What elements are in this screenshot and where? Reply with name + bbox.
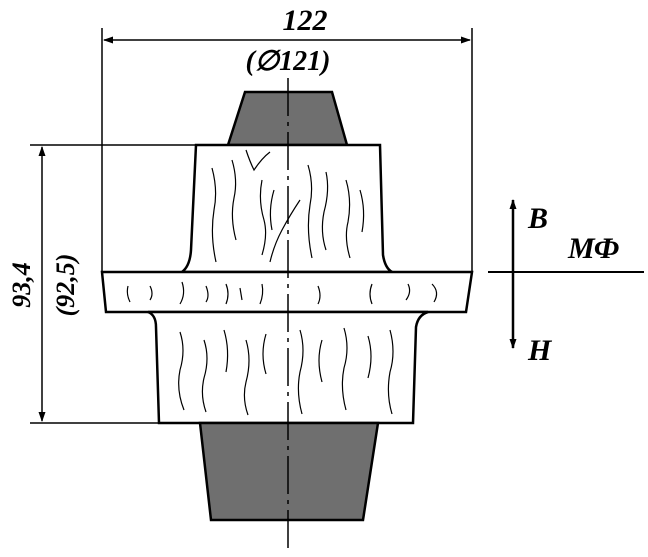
wood-grain-lower: [178, 327, 394, 416]
width-dimension: [101, 28, 473, 272]
width-value-alt: (∅121): [245, 46, 330, 77]
upper-label: В: [527, 202, 548, 235]
width-value: 122: [283, 4, 328, 37]
wood-grain-flange: [126, 281, 438, 305]
lower-label: Н: [527, 334, 553, 367]
parting-flange: [100, 270, 474, 314]
wood-grain-upper: [211, 149, 365, 263]
height-dimension: [30, 144, 196, 424]
upper-body: [178, 143, 397, 274]
parting-label: МФ: [567, 232, 619, 265]
height-value-alt: (92,5): [51, 254, 80, 317]
height-value: 93,4: [7, 262, 36, 308]
bottom-core-print: [198, 421, 380, 522]
